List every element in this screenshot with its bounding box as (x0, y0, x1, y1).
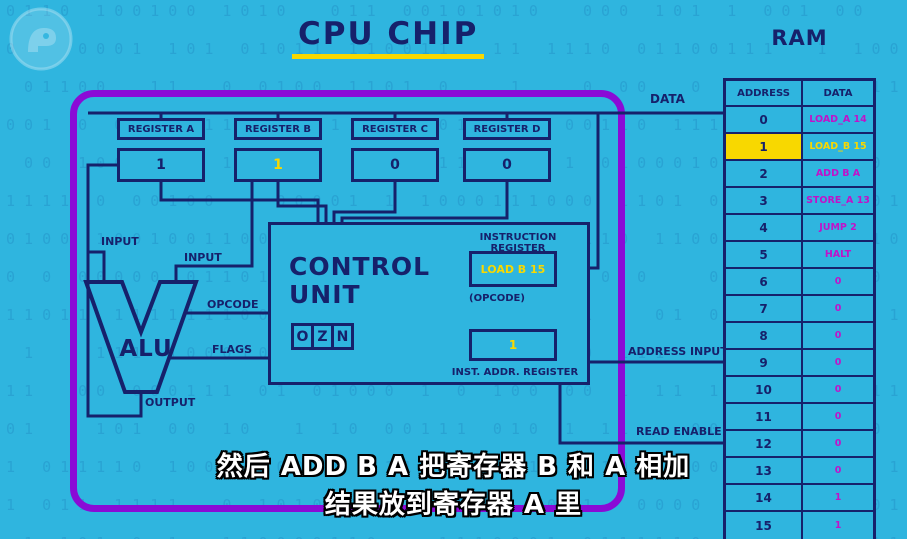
ram-address-cell: 2 (726, 161, 803, 188)
ram-address-cell: 14 (726, 485, 803, 512)
register-c: REGISTER C 0 (351, 118, 439, 182)
alu-input2-wire (174, 182, 254, 283)
alu-input1-label: INPUT (101, 235, 139, 248)
subtitle-line-1: 然后 ADD B A 把寄存器 B 和 A 相加 (216, 452, 691, 482)
ram-address-cell: 4 (726, 215, 803, 242)
ram-data-cell: 0 (803, 296, 873, 323)
ram-address-cell: 6 (726, 269, 803, 296)
ram-data-cell: ADD B A (803, 161, 873, 188)
read-enable-wire (558, 385, 723, 445)
opcode-caption: (OPCODE) (469, 293, 525, 304)
register-d: REGISTER D 0 (463, 118, 551, 182)
ram-data-cell: 0 (803, 377, 873, 404)
register-b-value: 1 (234, 148, 322, 182)
register-c-value: 0 (351, 148, 439, 182)
register-a-value: 1 (117, 148, 205, 182)
ram-data-cell: STORE_A 13 (803, 188, 873, 215)
flag-registers: O Z N (291, 323, 354, 350)
ram-data-cell: 0 (803, 404, 873, 431)
register-d-label: REGISTER D (463, 118, 551, 140)
read-enable-label: READ ENABLE (636, 425, 722, 438)
register-c-label: REGISTER C (351, 118, 439, 140)
ram-address-cell: 3 (726, 188, 803, 215)
alu-input1-wire (88, 250, 106, 283)
ram-address-cell: 13 (726, 458, 803, 485)
register-d-value: 0 (463, 148, 551, 182)
register-a: REGISTER A 1 (117, 118, 205, 182)
page-title: CPU CHIP (292, 16, 485, 59)
ram-address-header: ADDRESS (726, 81, 803, 107)
instruction-register-value: LOAD B 15 (469, 251, 557, 287)
alu-output-wire (86, 163, 143, 418)
ram-address-cell: 9 (726, 350, 803, 377)
ram-data-cell: 0 (803, 269, 873, 296)
alu-flags-label: FLAGS (212, 343, 252, 356)
alu-opcode-label: OPCODE (207, 298, 259, 311)
ram-data-cell: LOAD_A 14 (803, 107, 873, 134)
alu-output-label: OUTPUT (145, 396, 196, 409)
control-unit: CONTROL UNIT INSTRUCTION REGISTER LOAD B… (268, 222, 590, 385)
control-unit-title: CONTROL UNIT (289, 252, 431, 309)
alu-input2-label: INPUT (184, 251, 222, 264)
ram-address-cell: 10 (726, 377, 803, 404)
subtitle-line-2: 结果放到寄存器 A 里 (324, 490, 583, 520)
cpu-chip-outline (70, 90, 625, 512)
ram-header-row: ADDRESS DATA (726, 81, 873, 107)
register-a-label: REGISTER A (117, 118, 205, 140)
ram-address-cell: 0 (726, 107, 803, 134)
ram-data-cell: JUMP 2 (803, 215, 873, 242)
instruction-address-register-value: 1 (469, 329, 557, 361)
negative-flag: N (331, 323, 354, 350)
register-b: REGISTER B 1 (234, 118, 322, 182)
ram-data-cell: LOAD_B 15 (803, 134, 873, 161)
ram-address-cell: 8 (726, 323, 803, 350)
ram-data-cell: 1 (803, 485, 873, 512)
ram-data-cell: 0 (803, 350, 873, 377)
data-bus-label: DATA (650, 92, 685, 106)
ram-row: 15 1 (726, 512, 873, 539)
ram-data-cell: 0 (803, 458, 873, 485)
ram-data-cell: 1 (834, 520, 842, 531)
instruction-address-register-label: INST. ADDR. REGISTER (451, 367, 579, 378)
ram-data-cell: 0 (803, 323, 873, 350)
ram-address-cell: 15 (726, 512, 803, 539)
ram-address-cell: 11 (726, 404, 803, 431)
ram-address-cell: 12 (726, 431, 803, 458)
ram-data-header: DATA (803, 81, 873, 107)
ram-address-cell: 5 (726, 242, 803, 269)
register-b-label: REGISTER B (234, 118, 322, 140)
instruction-fetch-wire (590, 113, 600, 270)
alu-label: ALU (119, 336, 173, 362)
ram-address-cell: 7 (726, 296, 803, 323)
ram-title: RAM (771, 26, 828, 50)
address-input-label: ADDRESS INPUT (628, 345, 728, 358)
pbs-logo (9, 7, 73, 71)
ram-address-cell: 1 (726, 134, 803, 161)
ram-data-cell: HALT (803, 242, 873, 269)
alu-shape (83, 280, 199, 394)
instruction-register-label: INSTRUCTION REGISTER (479, 232, 557, 254)
ram-data-cell: 0 (803, 431, 873, 458)
pbs-face-icon (28, 28, 56, 52)
